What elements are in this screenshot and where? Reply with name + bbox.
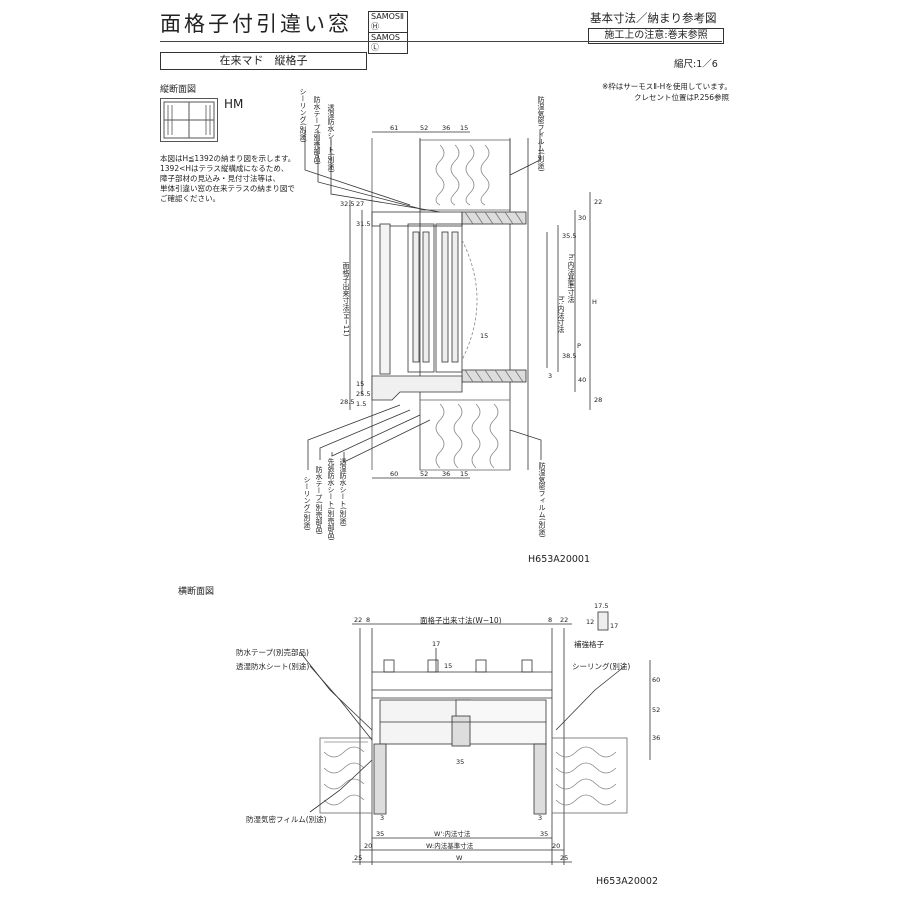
h-dim-top: 8 bbox=[366, 616, 370, 624]
dim-bottom: 52 bbox=[420, 470, 428, 478]
reinforce-dim: 12 bbox=[586, 618, 594, 626]
h-dim-bottom: 25 bbox=[560, 854, 568, 862]
dim-right: P bbox=[577, 342, 581, 350]
dim-left: 28.5 bbox=[340, 398, 354, 406]
section-title: 基本寸法／納まり参考図 bbox=[590, 11, 717, 25]
h-dim-bottom: W:内法基準寸法 bbox=[426, 841, 474, 850]
horizontal-section-label: 横断面図 bbox=[178, 587, 215, 597]
h-dim-top: 22 bbox=[560, 616, 568, 624]
h-dim-bottom: 20 bbox=[364, 842, 372, 850]
callout-presheet-bottom: 先張防水シート(別売部品) bbox=[327, 458, 335, 541]
category-box: 在来マド 縦格子 bbox=[160, 52, 367, 70]
dim-right: 3 bbox=[548, 372, 552, 380]
dim-left: 31.5 bbox=[356, 220, 370, 228]
description-line: 1392<Hはテラス縦構成になるため、 bbox=[160, 164, 289, 173]
reinforce-dim: 17 bbox=[610, 622, 618, 630]
h-dim-bottom: 35 bbox=[456, 758, 464, 766]
dim-bottom: 36 bbox=[442, 470, 450, 478]
callout-film-top: 防湿気密フィルム(別途) bbox=[537, 96, 545, 172]
description-line: 単体引違い窓の在来テラスの納まり図で bbox=[160, 184, 295, 193]
callout-tape-bottom: 防水テープ(別売部品) bbox=[315, 466, 323, 535]
h-dim-bottom: 35 bbox=[376, 830, 384, 838]
dim-right: 30 bbox=[578, 214, 586, 222]
dim-bottom: 60 bbox=[390, 470, 398, 478]
dim-bottom: 15 bbox=[460, 470, 468, 478]
drawing-code-1: H653A20001 bbox=[528, 554, 590, 565]
inner-standard-label: h:内法基準寸法 bbox=[567, 254, 575, 303]
sliding-window-icon bbox=[163, 101, 215, 139]
series-badge-1: SAMOSⅡ Ⓗ bbox=[369, 12, 407, 33]
callout-sealing-top: シーリング(別途) bbox=[299, 88, 307, 143]
callout-sealing-bottom: シーリング(別途) bbox=[303, 476, 311, 531]
dim-right: 40 bbox=[578, 376, 586, 384]
dim-left: 25.5 bbox=[356, 390, 370, 398]
dim-right: 28 bbox=[594, 396, 602, 404]
dim-right: 15 bbox=[480, 332, 488, 340]
dim-top: 15 bbox=[460, 124, 468, 132]
series-badge: SAMOSⅡ Ⓗ SAMOS Ⓛ bbox=[368, 11, 408, 54]
dim-left: 27 bbox=[356, 200, 364, 208]
drawing-code-2: H653A20002 bbox=[596, 876, 658, 887]
h-dim-bottom: W':内法寸法 bbox=[434, 829, 471, 838]
h-dim-side: 52 bbox=[652, 706, 660, 714]
series-badge-2: SAMOS Ⓛ bbox=[371, 33, 400, 52]
frame-note-1: ※枠はサーモスⅡ-Hを使用しています。 bbox=[602, 82, 732, 91]
h-dim-side: 60 bbox=[652, 676, 660, 684]
callout-film-bottom: 防湿気密フィルム(別途) bbox=[538, 462, 546, 538]
dim-right: 22 bbox=[594, 198, 602, 206]
dim-top: 52 bbox=[420, 124, 428, 132]
dim-left: 15 bbox=[356, 380, 364, 388]
h-dim-bottom: 3 bbox=[380, 814, 384, 822]
window-type-label: HM bbox=[224, 97, 244, 111]
grille-height-label: 面格子出来寸法(H−11) bbox=[342, 262, 350, 337]
frame-note-2: クレセント位置はP.256参照 bbox=[634, 93, 730, 102]
callout-film-horizontal: 防湿気密フィルム(別途) bbox=[246, 815, 327, 824]
inner-dim-label: h':内法寸法 bbox=[557, 296, 565, 333]
description-line: ご確認ください。 bbox=[160, 194, 220, 203]
dim-top: 36 bbox=[442, 124, 450, 132]
h-dim-bottom: W bbox=[456, 854, 463, 862]
reinforce-dim: 17.5 bbox=[594, 602, 608, 610]
vertical-section-label: 縦断面図 bbox=[160, 85, 197, 95]
description-line: 本図はH≦1392の納まり図を示します。 bbox=[160, 154, 296, 163]
callout-tape-top: 防水テープ(別売部品) bbox=[313, 96, 321, 165]
callout-sheet-horizontal: 透湿防水シート(別途) bbox=[236, 662, 310, 671]
reinforce-label: 補強格子 bbox=[574, 640, 604, 649]
description-line: 障子部材の見込み・見付寸法等は、 bbox=[160, 174, 280, 183]
h-dim-top: 17 bbox=[432, 640, 440, 648]
window-type-icon bbox=[160, 98, 218, 142]
h-dim-top: 22 bbox=[354, 616, 362, 624]
dim-top: 61 bbox=[390, 124, 398, 132]
h-dim-bottom: 35 bbox=[540, 830, 548, 838]
h-dim-top: 8 bbox=[548, 616, 552, 624]
h-dim-top: 15 bbox=[444, 662, 452, 670]
dim-left: 1.5 bbox=[356, 400, 366, 408]
scale-label: 縮尺:1／6 bbox=[674, 59, 718, 70]
dim-right: 38.5 bbox=[562, 352, 576, 360]
h-dim-bottom: 20 bbox=[552, 842, 560, 850]
dim-left: 32.5 bbox=[340, 200, 354, 208]
h-dim-side: 36 bbox=[652, 734, 660, 742]
construction-note-box: 施工上の注意:巻末参照 bbox=[588, 28, 724, 44]
callout-sheet-bottom: 透湿防水シート(別途) bbox=[339, 458, 347, 527]
h-dim-bottom: 25 bbox=[354, 854, 362, 862]
callout-tape-horizontal: 防水テープ(別売部品) bbox=[236, 648, 309, 657]
dim-right: 35.5 bbox=[562, 232, 576, 240]
callout-sealing-horizontal: シーリング(別途) bbox=[572, 662, 631, 671]
h-dim-bottom: 3 bbox=[538, 814, 542, 822]
section-description: 本図はH≦1392の納まり図を示します。 1392<Hはテラス縦構成になるため、… bbox=[160, 154, 295, 204]
page-title: 面格子付引違い窓 bbox=[160, 12, 352, 36]
grille-width-label: 面格子出来寸法(W−10) bbox=[420, 616, 502, 625]
dim-right: H bbox=[592, 298, 597, 306]
header-divider bbox=[160, 41, 722, 42]
